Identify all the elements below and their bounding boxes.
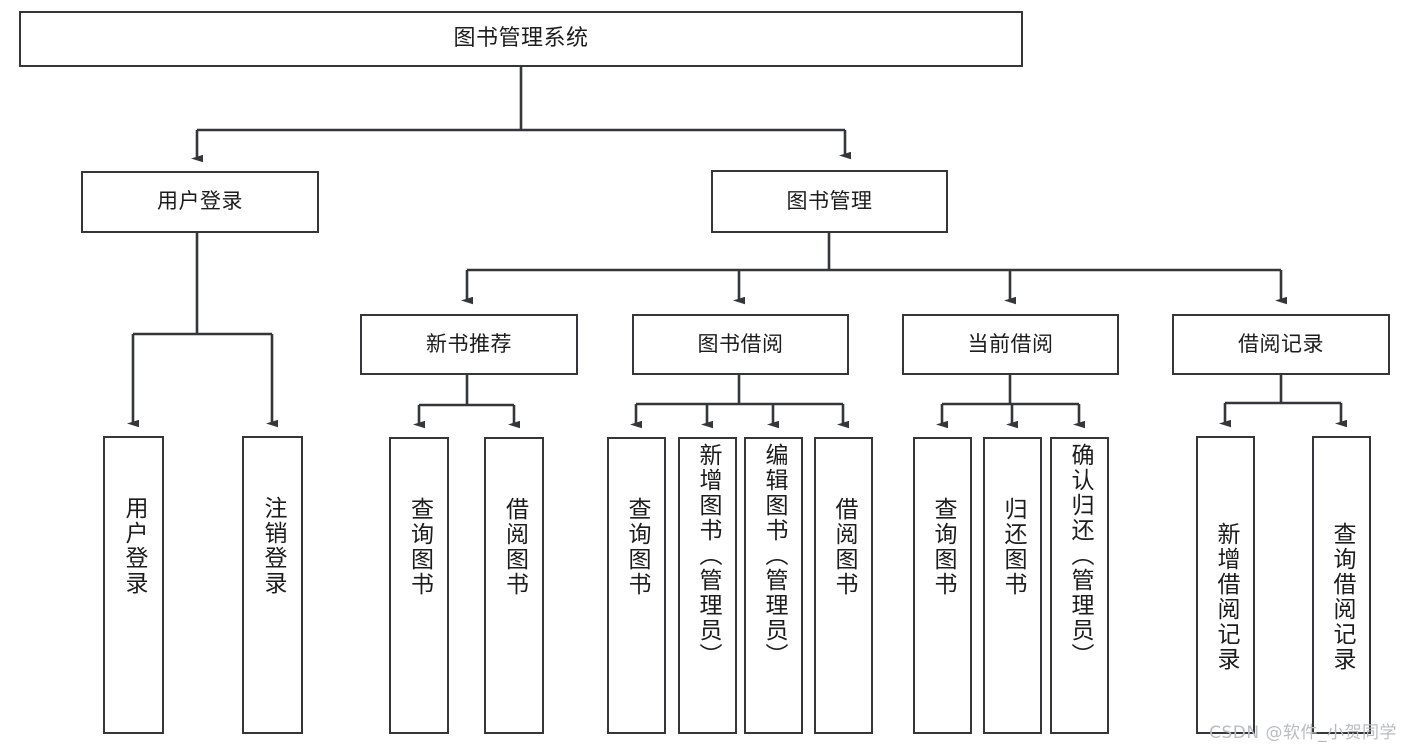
node-leaf-user-login[interactable]: 用户登录 (103, 436, 164, 734)
node-label: 借阅图书 (501, 497, 528, 597)
node-label: 归还图书 (1000, 497, 1026, 597)
node-leaf-logout[interactable]: 注销登录 (242, 436, 303, 734)
node-label: 新书推荐 (426, 331, 512, 356)
node-label: 借阅图书 (831, 497, 857, 597)
node-root-system[interactable]: 图书管理系统 (19, 11, 1023, 67)
node-leaf-query-book-recommend[interactable]: 查询图书 (389, 437, 449, 734)
node-label: 注销登录 (260, 496, 286, 596)
node-leaf-query-book-borrow[interactable]: 查询图书 (607, 437, 666, 734)
node-label: 编辑图书（管理员） (761, 443, 787, 668)
node-current-borrow[interactable]: 当前借阅 (902, 314, 1119, 375)
node-label: 新增图书（管理员） (695, 443, 721, 668)
node-label: 新增借阅记录 (1213, 522, 1239, 672)
node-leaf-add-book-admin[interactable]: 新增图书（管理员） (678, 437, 737, 734)
node-label: 图书借阅 (697, 331, 784, 356)
node-leaf-add-borrow-record[interactable]: 新增借阅记录 (1196, 436, 1255, 734)
node-leaf-query-borrow-record[interactable]: 查询借阅记录 (1312, 436, 1371, 734)
node-label: 查询图书 (406, 497, 433, 597)
node-user-login[interactable]: 用户登录 (81, 171, 319, 233)
node-leaf-borrow-book-borrow[interactable]: 借阅图书 (814, 437, 873, 734)
node-leaf-query-book-current[interactable]: 查询图书 (913, 437, 972, 734)
node-label: 当前借阅 (967, 331, 1054, 356)
node-label: 用户登录 (157, 189, 243, 214)
node-leaf-confirm-return-admin[interactable]: 确认归还（管理员） (1050, 437, 1109, 734)
node-label: 查询图书 (930, 497, 956, 597)
node-leaf-borrow-book-recommend[interactable]: 借阅图书 (484, 437, 544, 734)
node-book-management[interactable]: 图书管理 (711, 170, 948, 233)
node-borrow-record[interactable]: 借阅记录 (1172, 314, 1390, 375)
watermark-credit: CSDN @软件_小贺同学 (1209, 723, 1397, 743)
node-label: 确认归还（管理员） (1067, 443, 1093, 668)
node-book-borrow[interactable]: 图书借阅 (632, 314, 849, 375)
node-leaf-return-book[interactable]: 归还图书 (983, 437, 1042, 734)
node-leaf-edit-book-admin[interactable]: 编辑图书（管理员） (744, 437, 803, 734)
node-label: 图书管理 (786, 188, 873, 213)
node-new-book-recommend[interactable]: 新书推荐 (360, 314, 578, 375)
node-label: 查询借阅记录 (1329, 522, 1355, 672)
node-label: 查询图书 (624, 497, 650, 597)
node-label: 用户登录 (121, 496, 147, 596)
node-label: 借阅记录 (1238, 331, 1324, 356)
node-label: 图书管理系统 (453, 25, 589, 51)
